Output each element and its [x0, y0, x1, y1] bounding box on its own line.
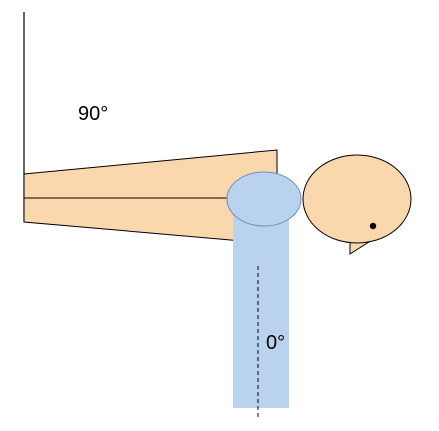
angle-90-label: 90° — [78, 103, 109, 125]
arm — [233, 196, 289, 408]
shoulder-joint — [226, 171, 302, 227]
eye — [369, 222, 377, 230]
head — [302, 154, 412, 244]
angle-0-label: 0° — [266, 332, 286, 354]
